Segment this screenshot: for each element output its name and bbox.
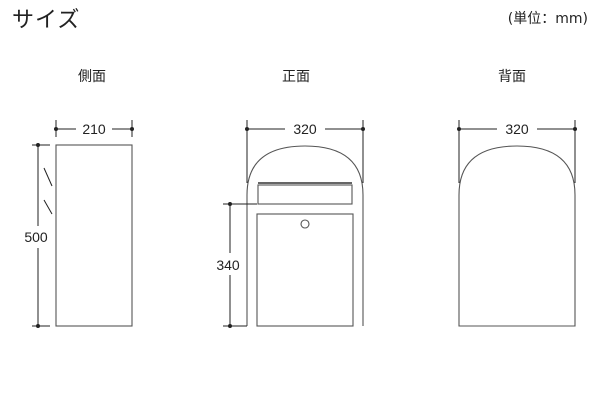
side-height-label: 500: [24, 229, 48, 245]
side-width-label: 210: [82, 121, 106, 137]
front-height-label: 340: [216, 257, 240, 273]
front-view-outline: [246, 145, 364, 326]
side-view-body: [55, 144, 133, 327]
front-width-dimension: 320: [245, 120, 365, 183]
front-height-dimension: 340: [216, 202, 257, 328]
side-detail-mark-bottom: [43, 199, 53, 215]
side-view: 210 500: [24, 120, 134, 328]
side-view-label: 側面: [78, 69, 106, 85]
back-width-label: 320: [505, 121, 529, 137]
back-view-outline: [458, 145, 576, 327]
front-view-label: 正面: [282, 69, 310, 85]
front-lock: [300, 219, 310, 229]
back-view-label: 背面: [498, 69, 526, 85]
back-view: 320: [457, 120, 577, 327]
front-mail-slot: [257, 184, 353, 205]
page-title: サイズ: [12, 8, 81, 33]
side-height-dimension: 500: [24, 143, 50, 328]
side-width-dimension: 210: [54, 120, 134, 137]
unit-label: (単位：mm): [507, 11, 588, 27]
front-width-label: 320: [293, 121, 317, 137]
side-detail-mark-top: [43, 167, 53, 187]
front-view: 320 340: [216, 120, 365, 328]
back-width-dimension: 320: [457, 120, 577, 183]
front-door: [256, 213, 354, 327]
